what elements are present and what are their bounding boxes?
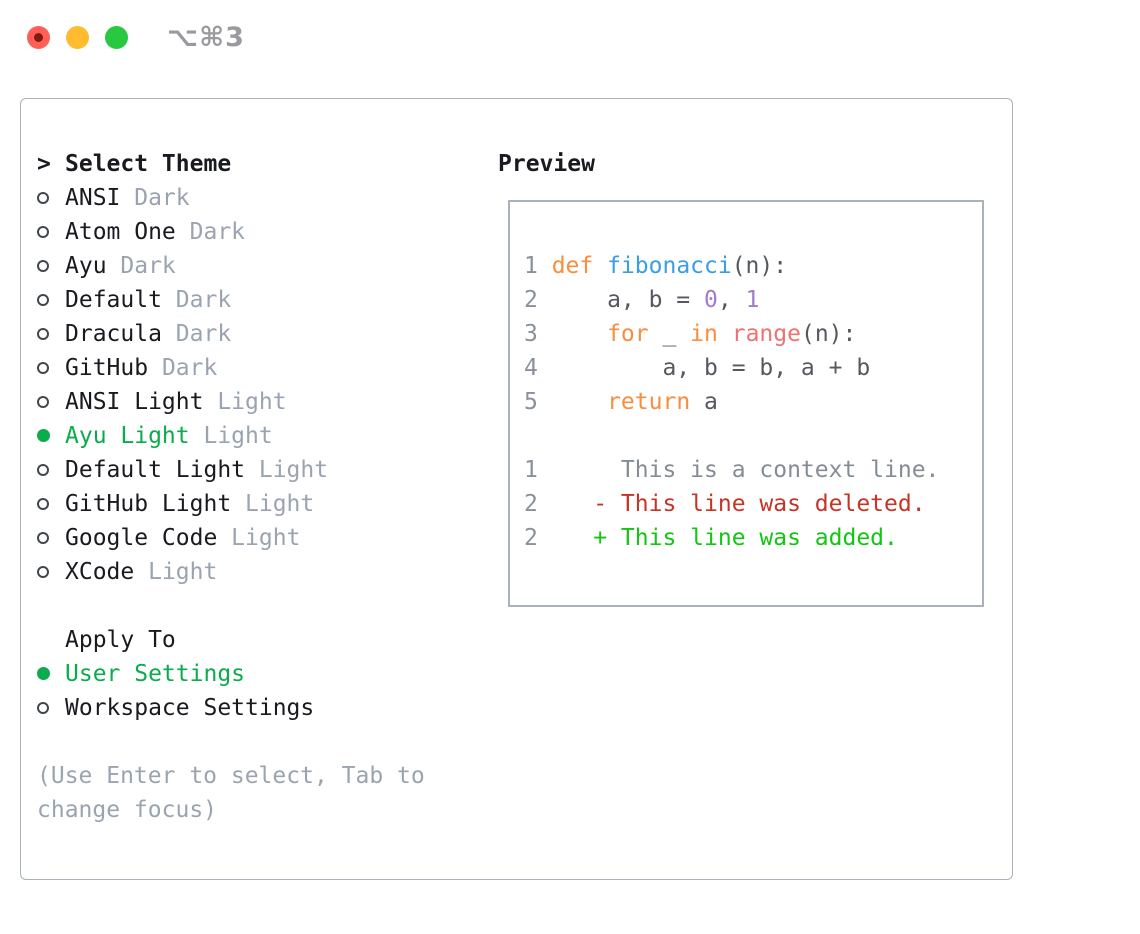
radio-icon [37, 429, 50, 442]
blank-prefix [37, 623, 65, 657]
radio-icon [37, 464, 49, 476]
theme-option-name: GitHub Light [65, 491, 232, 517]
radio-icon [37, 532, 49, 544]
theme-option-name: Default [65, 287, 162, 313]
theme-option[interactable]: GitHub Light Light [37, 487, 447, 521]
theme-option-tag: Light [203, 389, 287, 415]
theme-picker: > Select Theme ANSI Dark Atom One Dark Ay… [37, 147, 447, 827]
code-line: 2 a, b = 0, 1 [524, 287, 760, 313]
theme-option-name: GitHub [65, 355, 149, 381]
cursor-arrow-icon: > [37, 151, 51, 177]
code-line: 2 - This line was deleted. [524, 491, 926, 517]
theme-option-name: ANSI Light [65, 389, 204, 415]
radio-icon [37, 566, 49, 578]
select-theme-title: Select Theme [65, 151, 232, 177]
radio-slot [37, 283, 65, 317]
radio-icon [37, 192, 49, 204]
radio-icon [37, 396, 49, 408]
theme-option-tag: Light [189, 423, 273, 449]
spacer [37, 589, 447, 623]
apply-to-option-label: User Settings [65, 661, 246, 687]
apply-to-option-label: Workspace Settings [65, 695, 315, 721]
theme-option-name: Ayu [65, 253, 107, 279]
close-dot-icon [34, 33, 43, 42]
theme-option[interactable]: Ayu Light Light [37, 419, 447, 453]
radio-slot [37, 181, 65, 215]
code-line [524, 419, 982, 453]
radio-slot [37, 351, 65, 385]
code-line: 1 This is a context line. [524, 457, 940, 483]
radio-slot [37, 317, 65, 351]
window-title: ⌥⌘3 [167, 22, 245, 53]
code-line: 4 a, b = b, a + b [524, 355, 871, 381]
radio-slot [37, 385, 65, 419]
apply-to-option[interactable]: Workspace Settings [37, 691, 447, 725]
radio-icon [37, 702, 49, 714]
minimize-button[interactable] [66, 26, 89, 49]
radio-slot [37, 249, 65, 283]
radio-icon [37, 328, 49, 340]
apply-to-list: User Settings Workspace Settings [37, 657, 447, 725]
theme-option[interactable]: Dracula Dark [37, 317, 447, 351]
apply-to-title: Apply To [65, 627, 176, 653]
apply-to-option[interactable]: User Settings [37, 657, 447, 691]
zoom-button[interactable] [105, 26, 128, 49]
code-line: 3 for _ in range(n): [524, 321, 857, 347]
theme-option-tag: Dark [106, 253, 176, 279]
radio-icon [37, 498, 49, 510]
theme-option[interactable]: ANSI Light Light [37, 385, 447, 419]
hint-text: (Use Enter to select, Tab to change focu… [37, 763, 425, 823]
theme-option-tag: Dark [161, 321, 232, 347]
theme-picker-panel: > Select Theme ANSI Dark Atom One Dark Ay… [20, 98, 1013, 880]
theme-option-name: ANSI [65, 185, 121, 211]
radio-slot [37, 215, 65, 249]
theme-option-tag: Dark [175, 219, 246, 245]
theme-option-tag: Dark [120, 185, 190, 211]
theme-option-tag: Light [231, 491, 315, 517]
radio-icon [37, 294, 49, 306]
theme-option-name: Google Code [65, 525, 218, 551]
radio-icon [37, 260, 49, 272]
theme-option-name: Atom One [65, 219, 176, 245]
radio-slot [37, 487, 65, 521]
theme-option-tag: Light [217, 525, 301, 551]
code-line: 2 + This line was added. [524, 525, 898, 551]
theme-option[interactable]: Default Dark [37, 283, 447, 317]
apply-to-header: Apply To [37, 623, 447, 657]
theme-option-name: Dracula [65, 321, 162, 347]
theme-option-tag: Light [245, 457, 329, 483]
theme-option-name: XCode [65, 559, 135, 585]
theme-option[interactable]: Atom One Dark [37, 215, 447, 249]
theme-option-tag: Light [134, 559, 218, 585]
theme-option-name: Default Light [65, 457, 246, 483]
spacer [37, 725, 447, 759]
radio-icon [37, 667, 50, 680]
close-button[interactable] [27, 26, 50, 49]
code-line: 5 return a [524, 389, 718, 415]
theme-list: ANSI Dark Atom One Dark Ayu Dark Default… [37, 181, 447, 589]
radio-icon [37, 226, 49, 238]
theme-option[interactable]: ANSI Dark [37, 181, 447, 215]
radio-slot [37, 691, 65, 725]
titlebar: ⌥⌘3 [0, 0, 1140, 78]
select-theme-header: > Select Theme [37, 147, 447, 181]
radio-icon [37, 362, 49, 374]
theme-option[interactable]: Google Code Light [37, 521, 447, 555]
theme-option[interactable]: XCode Light [37, 555, 447, 589]
radio-slot [37, 657, 65, 691]
preview-title: Preview [498, 151, 595, 177]
theme-option[interactable]: Default Light Light [37, 453, 447, 487]
radio-slot [37, 555, 65, 589]
radio-slot [37, 521, 65, 555]
theme-option-tag: Dark [161, 287, 232, 313]
theme-option[interactable]: Ayu Dark [37, 249, 447, 283]
radio-slot [37, 453, 65, 487]
theme-option-name: Ayu Light [65, 423, 190, 449]
radio-slot [37, 419, 65, 453]
theme-option[interactable]: GitHub Dark [37, 351, 447, 385]
theme-option-tag: Dark [148, 355, 218, 381]
